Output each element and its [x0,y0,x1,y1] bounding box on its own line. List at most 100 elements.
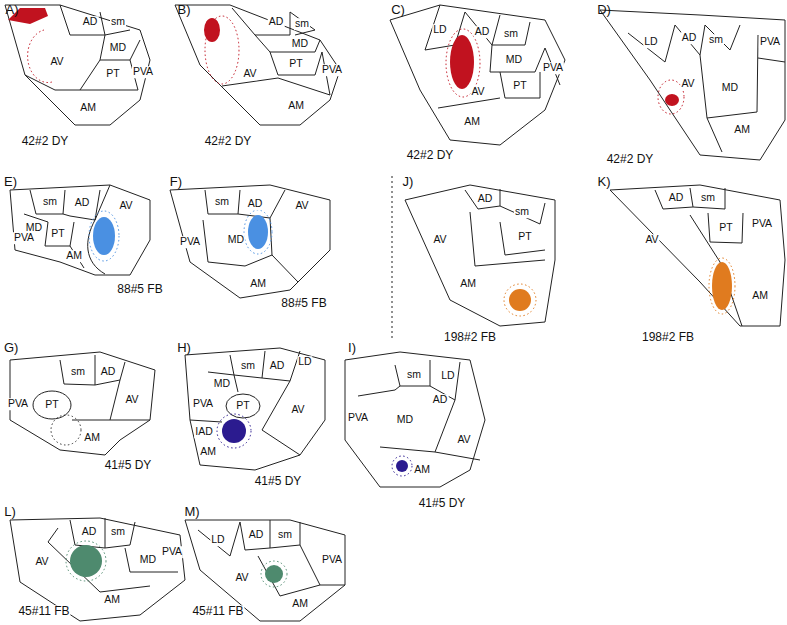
case-label: 88#5 FB [280,297,327,310]
region-label: IAD [194,426,214,438]
spread-outline [261,561,287,587]
spread-outline [51,415,81,445]
spread-outline [504,284,536,316]
region-label: sm [708,34,724,46]
region-label: sm [240,360,256,372]
region-label: AM [751,290,769,302]
region-label: MD [139,554,157,566]
region-label: AM [65,250,83,262]
region-label: PVA [542,62,564,74]
region-label: AD [474,26,491,38]
region-label: LD [440,370,455,382]
panel-letter: D) [596,3,612,17]
region-label: AM [79,102,97,114]
region-label: PT [50,228,65,240]
spread-outline [244,210,272,254]
region-label: AV [644,234,659,246]
injection-site [204,18,220,42]
region-label: AD [74,197,91,209]
panel-letter: M) [183,505,200,519]
injection-site [222,419,246,443]
region-label: PT [105,68,120,80]
region-label: AM [249,278,267,290]
region-label: MD [505,54,523,66]
region-label: AV [680,78,695,90]
region-label: AD [269,360,286,372]
region-label: MD [227,234,245,246]
region-label: LD [297,356,312,368]
region-label: AD [82,16,99,28]
region-label: AM [733,124,751,136]
region-label: LD [210,534,225,546]
region-label: PT [512,80,527,92]
region-label: AV [124,394,139,406]
injection-site [93,217,115,255]
region-label: PVA [192,398,214,410]
region-label: sm [110,16,126,28]
region-label: AM [459,278,477,290]
spread-outline [709,258,735,314]
injection-site [70,545,102,577]
region-outlines [5,5,785,621]
spread-outline [28,30,52,83]
region-label: MD [291,38,309,50]
region-label: AV [456,434,471,446]
region-label: PT [517,231,532,243]
region-label: sm [277,529,293,541]
region-label: MD [396,414,414,426]
spread-outline [66,541,106,581]
spread-outline [89,211,119,261]
panel-letter: B) [177,3,192,17]
spread-outline [205,16,239,84]
region-label: AV [49,56,64,68]
region-label: AV [432,234,447,246]
region-label: PVA [179,236,201,248]
panel-letter: A) [5,3,20,17]
region-label: AV [118,200,133,212]
region-label: PVA [347,412,369,424]
region-label: AD [668,192,685,204]
region-label: AM [463,116,481,128]
panel-letter: F) [169,175,183,189]
case-label: 88#5 FB [116,283,163,296]
region-label: AM [291,598,309,610]
region-label: PT [288,58,303,70]
region-label: PT [718,222,733,234]
region-label: AD [247,198,264,210]
region-label: AD [681,32,698,44]
region-label: PVA [13,232,35,244]
injection-site [712,262,732,310]
case-label: 198#2 FB [443,331,497,344]
panel-letter: J) [402,175,415,189]
region-label: PT [44,399,59,411]
region-label: sm [503,28,519,40]
case-label: 45#11 FB [17,605,70,618]
region-label: PVA [161,546,183,558]
region-label: LD [643,36,658,48]
panel-letter: I) [347,341,357,355]
region-label: AD [100,366,117,378]
region-label: AM [83,432,101,444]
panel-letter: E) [3,175,18,189]
region-label: sm [700,192,716,204]
region-label: sm [514,206,530,218]
region-label: PVA [751,218,773,230]
region-label: PT [235,400,250,412]
injection-sites [8,8,735,587]
region-label: AD [432,394,449,406]
region-label: sm [294,18,310,30]
panel-letter: G) [3,341,19,355]
region-label: PVA [759,36,781,48]
region-label: AD [81,526,98,538]
region-label: AV [294,200,309,212]
region-label: sm [70,366,86,378]
case-label: 198#2 FB [641,331,695,344]
region-label: sm [406,369,422,381]
region-label: AD [268,16,285,28]
region-label: AM [103,594,121,606]
case-label: 42#2 DY [406,149,455,162]
region-label: AM [287,100,305,112]
region-label: AM [199,446,217,458]
panel-letter: K) [597,175,612,189]
case-label: 41#5 DY [104,459,153,472]
